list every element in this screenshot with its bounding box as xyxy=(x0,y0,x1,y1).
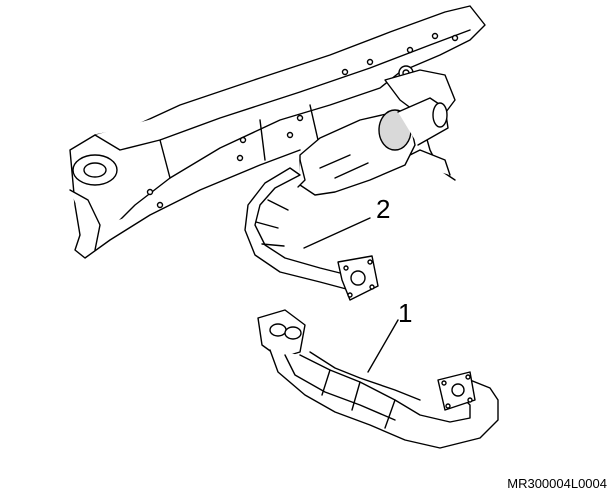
catalytic-converter xyxy=(297,97,449,196)
figure-reference: MR300004L0004 xyxy=(507,476,607,491)
callout-1: 1 xyxy=(398,298,412,328)
front-pipe-part-2 xyxy=(244,167,379,301)
chassis-frame-rail xyxy=(69,5,486,259)
leader-line-1 xyxy=(367,319,399,373)
leader-line-2 xyxy=(303,217,371,249)
front-pipe-part-1 xyxy=(257,309,499,449)
callout-2: 2 xyxy=(376,194,390,224)
